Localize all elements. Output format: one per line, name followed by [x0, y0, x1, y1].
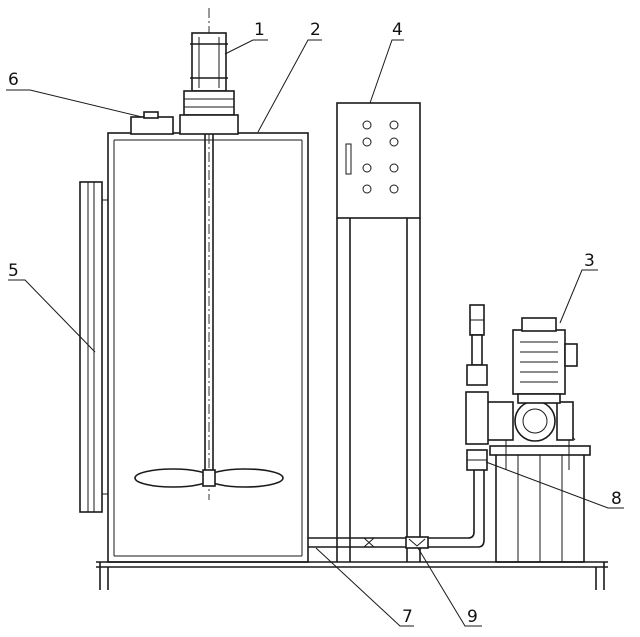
base-frame	[96, 561, 608, 590]
callout-3: 3	[584, 251, 595, 271]
callout-6: 6	[8, 70, 19, 90]
outlet-pipe	[308, 470, 485, 549]
discharge-column	[465, 304, 489, 471]
tank-vent	[130, 111, 174, 135]
callout-8: 8	[611, 489, 622, 509]
callout-9: 9	[467, 607, 478, 627]
callout-7: 7	[402, 607, 413, 627]
level-gauge	[79, 181, 108, 513]
leader-lines	[6, 39, 624, 627]
agitator	[134, 8, 284, 500]
callout-5: 5	[8, 261, 19, 281]
dosing-pump	[486, 317, 591, 563]
mixing-tank	[107, 132, 309, 563]
callout-2: 2	[310, 20, 321, 40]
control-cabinet	[336, 102, 421, 562]
callout-1: 1	[254, 20, 265, 40]
callout-4: 4	[392, 20, 403, 40]
